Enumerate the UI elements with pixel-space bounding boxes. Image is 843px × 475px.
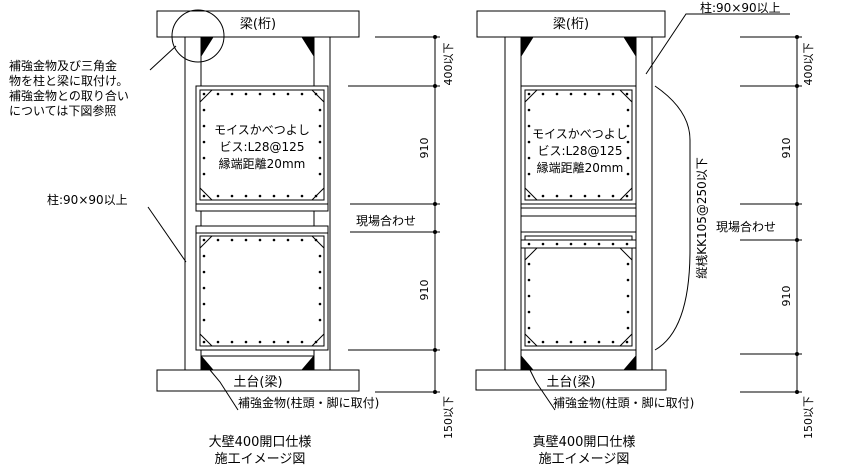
right-beam-label: 梁(桁)	[553, 17, 589, 32]
left-frame	[156, 10, 360, 392]
left-screws	[202, 92, 322, 344]
right-column-label: 柱:90×90以上	[700, 0, 781, 15]
right-dim-bottom: 150以下	[802, 396, 815, 439]
right-screws	[527, 92, 630, 344]
left-panel-line-3: 縁端距離20mm	[219, 156, 306, 171]
right-caption-line-2: 施工イメージ図	[538, 452, 630, 467]
left-sill-label: 土台(梁)	[233, 375, 282, 390]
right-frame	[475, 10, 667, 391]
left-dim-upper: 910	[418, 138, 431, 159]
left-panel-lower	[195, 231, 329, 351]
right-dim-upper: 910	[780, 138, 793, 159]
right-panel-upper	[520, 85, 637, 205]
detail-circle	[171, 9, 225, 63]
right-dim-field: 現場合わせ	[716, 219, 776, 234]
right-caption-line-1: 真壁400開口仕様	[532, 435, 636, 450]
left-hardware-label: 補強金物(柱頭・脚に取付)	[238, 396, 380, 410]
left-note-line-3: 補強金物との取り合い	[9, 89, 129, 103]
left-caption-line-1: 大壁400開口仕様	[208, 435, 312, 450]
right-dim-lower: 910	[780, 286, 793, 307]
left-dim-lower: 910	[418, 280, 431, 301]
left-caption-line-2: 施工イメージ図	[214, 452, 306, 467]
right-sill	[475, 369, 667, 391]
right-panel-line-2: ビス:L28@125	[538, 144, 623, 158]
right-dimensions	[740, 35, 802, 394]
right-column-left	[504, 36, 522, 371]
left-dim-bottom: 150以下	[442, 396, 455, 439]
left-panel-line-2: ビス:L28@125	[220, 140, 305, 154]
right-panel-line-1: モイスかべつよし	[532, 127, 628, 141]
right-panel-lower	[520, 231, 637, 351]
right-column-right	[635, 36, 653, 371]
right-sill-label: 土台(梁)	[546, 375, 595, 390]
left-dimensions	[348, 35, 440, 394]
left-dim-field: 現場合わせ	[356, 213, 416, 228]
left-panel-line-1: モイスかべつよし	[214, 123, 310, 137]
left-note-line-4: については下図参照	[9, 104, 117, 118]
left-note-line-1: 補強金物及び三角金	[9, 59, 118, 73]
left-caption: 大壁400開口仕様 施工イメージ図	[180, 434, 340, 468]
right-caption: 真壁400開口仕様 施工イメージ図	[504, 434, 664, 468]
left-beam-label: 梁(桁)	[240, 17, 276, 32]
right-hardware-label: 補強金物(柱頭・脚に取付)	[553, 396, 695, 410]
left-dim-top: 400以下	[442, 43, 455, 86]
left-column-label: 柱:90×90以上	[47, 193, 128, 207]
right-batten-label: 縦桟KK105@250以下	[695, 157, 709, 279]
right-beam	[476, 10, 666, 38]
left-note-bracket: 補強金物及び三角金 物を柱と梁に取付け。 補強金物との取り合い については下図参…	[9, 59, 129, 119]
left-sill	[156, 369, 360, 392]
left-beam	[156, 10, 360, 38]
right-dim-top: 400以下	[802, 43, 815, 86]
left-note-line-2: 物を柱と梁に取付け。	[9, 74, 129, 88]
right-panel-line-3: 縁端距離20mm	[537, 160, 624, 175]
